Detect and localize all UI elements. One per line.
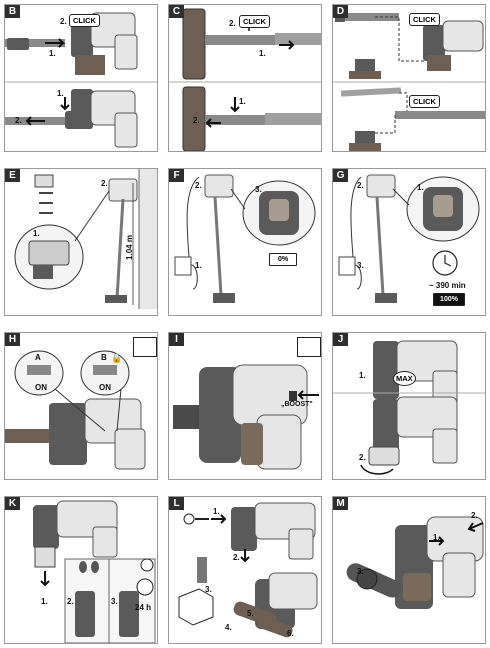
panel-e: E 2. 1. 1.04 m bbox=[4, 168, 158, 316]
on-label: ON bbox=[35, 383, 47, 392]
panel-m: M 2. 1. 3. bbox=[332, 496, 486, 644]
battery-indicator: 100% bbox=[433, 293, 465, 306]
step-label: 2. bbox=[15, 116, 22, 125]
panel-i-illustration bbox=[173, 364, 319, 470]
mode-icon bbox=[297, 337, 321, 357]
step-label: 5. bbox=[247, 609, 254, 618]
click-bubble: CLICK bbox=[239, 15, 270, 28]
panel-tag: E bbox=[5, 169, 20, 182]
panel-b: B CLICK 2. 1. 1. 2. bbox=[4, 4, 158, 152]
dry-time-label: 24 h bbox=[135, 603, 152, 612]
panel-k-illustration bbox=[33, 500, 156, 643]
step-label: 1. bbox=[417, 183, 424, 192]
step-label: 2. bbox=[193, 116, 200, 125]
step-label: 2. bbox=[357, 181, 364, 190]
panel-h-illustration bbox=[5, 350, 146, 470]
step-label: 3. bbox=[357, 567, 364, 576]
panel-e-illustration bbox=[14, 169, 157, 309]
panel-tag: I bbox=[169, 333, 184, 346]
lock-icon: 🔒 bbox=[111, 353, 123, 363]
step-label: 1. bbox=[213, 507, 220, 516]
panel-tag: K bbox=[5, 497, 20, 510]
mode-label: B bbox=[101, 353, 107, 362]
step-label: 2. bbox=[67, 597, 74, 606]
step-label: 1. bbox=[239, 97, 246, 106]
runtime-label: ~ 390 min bbox=[429, 281, 466, 290]
click-bubble: CLICK bbox=[409, 95, 440, 108]
panel-tag: C bbox=[169, 5, 184, 18]
panel-f: F 2. 3. 1. 0% bbox=[168, 168, 322, 316]
panel-l: L 1. 2. 3. 4. 5. 6. bbox=[168, 496, 322, 644]
panel-k: K 1. 2. 3. 24 h bbox=[4, 496, 158, 644]
step-label: 3. bbox=[255, 185, 262, 194]
panel-c: C CLICK 2. 1. 1. 2. bbox=[168, 4, 322, 152]
step-label: 1. bbox=[259, 49, 266, 58]
step-label: 3. bbox=[205, 585, 212, 594]
step-label: 2. bbox=[233, 553, 240, 562]
boost-label: „BOOST" bbox=[281, 401, 313, 408]
step-label: 1. bbox=[195, 261, 202, 270]
step-label: 3. bbox=[357, 261, 364, 270]
step-label: 1. bbox=[49, 49, 56, 58]
on-label: ON bbox=[99, 383, 111, 392]
step-label: 2. bbox=[60, 17, 67, 26]
panel-tag: L bbox=[169, 497, 184, 510]
panel-g: G 2. 1. 3. ~ 390 min 100% bbox=[332, 168, 486, 316]
panel-b-illustration bbox=[5, 12, 157, 148]
step-label: 2. bbox=[471, 511, 478, 520]
click-bubble: CLICK bbox=[409, 13, 440, 26]
step-label: 2. bbox=[359, 453, 366, 462]
panel-f-illustration bbox=[174, 174, 316, 303]
step-label: 2. bbox=[195, 181, 202, 190]
click-bubble: CLICK bbox=[69, 14, 100, 27]
step-label: 1. bbox=[33, 229, 40, 238]
panel-i: I „BOOST" bbox=[168, 332, 322, 480]
panel-g-illustration bbox=[338, 174, 480, 303]
step-label: 1. bbox=[433, 533, 440, 542]
panel-d-illustration bbox=[333, 12, 485, 151]
panel-j-illustration bbox=[333, 340, 485, 475]
panel-m-illustration bbox=[346, 516, 484, 609]
mode-icon bbox=[133, 337, 157, 357]
step-label: 1. bbox=[359, 371, 366, 380]
panel-l-illustration bbox=[178, 502, 318, 638]
panel-tag: B bbox=[5, 5, 20, 18]
step-label: 3. bbox=[111, 597, 118, 606]
max-marker: MAX bbox=[393, 371, 416, 386]
step-label: 1. bbox=[41, 597, 48, 606]
step-label: 2. bbox=[101, 179, 108, 188]
panel-d: D CLICK CLICK bbox=[332, 4, 486, 152]
step-label: 2. bbox=[229, 19, 236, 28]
panel-tag: D bbox=[333, 5, 348, 18]
panel-j: J MAX 1. 2. bbox=[332, 332, 486, 480]
panel-c-illustration bbox=[169, 8, 321, 151]
step-label: 1. bbox=[57, 89, 64, 98]
panel-tag: H bbox=[5, 333, 20, 346]
panel-tag: M bbox=[333, 497, 348, 510]
height-label: 1.04 m bbox=[124, 235, 134, 260]
panel-tag: J bbox=[333, 333, 348, 346]
mode-label: A bbox=[35, 353, 41, 362]
step-label: 6. bbox=[287, 629, 294, 638]
panel-h: H A B 🔒 ON ON bbox=[4, 332, 158, 480]
panel-tag: F bbox=[169, 169, 184, 182]
battery-indicator: 0% bbox=[269, 253, 297, 266]
step-label: 4. bbox=[225, 623, 232, 632]
panel-tag: G bbox=[333, 169, 348, 182]
